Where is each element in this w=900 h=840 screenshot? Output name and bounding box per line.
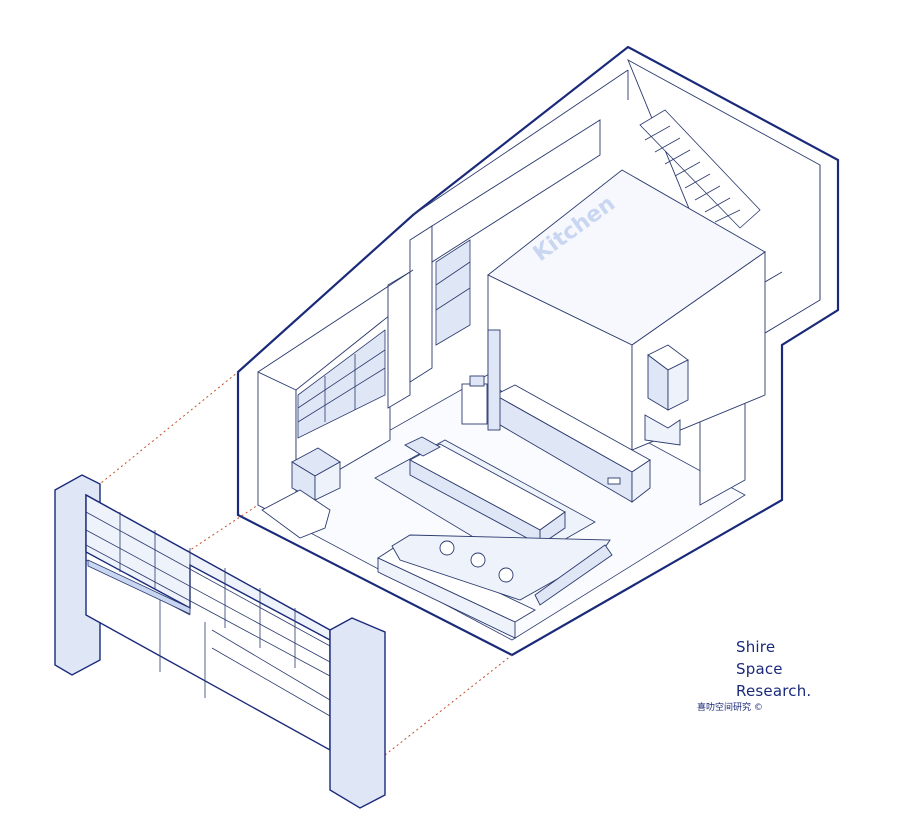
- staircase: [639, 109, 761, 229]
- appliance-unit: [461, 329, 501, 431]
- wall-shelving: [297, 239, 471, 439]
- kitchen-counter: [494, 384, 651, 503]
- facade-elevation: [54, 474, 386, 809]
- facade-awning: [87, 559, 191, 615]
- credit-line-3: Research.: [736, 682, 812, 700]
- entry-shelf: [261, 447, 341, 539]
- credit-line-2: Space: [736, 660, 783, 678]
- credit-subtitle: 喜叻空间研究 ©: [697, 703, 763, 713]
- credit-block: Shire Space Research. 喜叻空间研究 ©: [697, 636, 812, 714]
- credit-line-1: Shire: [736, 638, 776, 656]
- right-cabinet: [644, 344, 689, 446]
- building-outline: [236, 45, 840, 657]
- bar-counter: [377, 534, 613, 639]
